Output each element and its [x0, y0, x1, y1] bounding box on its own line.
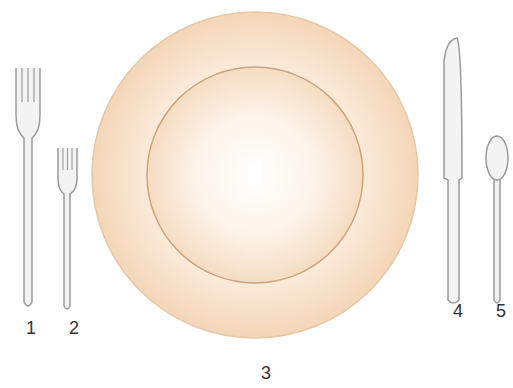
dinner-plate	[92, 12, 418, 338]
spoon	[486, 136, 508, 303]
callout-number: 1	[26, 319, 36, 337]
knife	[444, 38, 462, 303]
callout-number: 5	[496, 302, 506, 320]
callout-number: 2	[69, 319, 79, 337]
salad-fork	[58, 148, 77, 309]
dinner-fork	[16, 68, 40, 306]
callout-number: 4	[453, 302, 463, 320]
callout-number: 3	[261, 364, 271, 382]
